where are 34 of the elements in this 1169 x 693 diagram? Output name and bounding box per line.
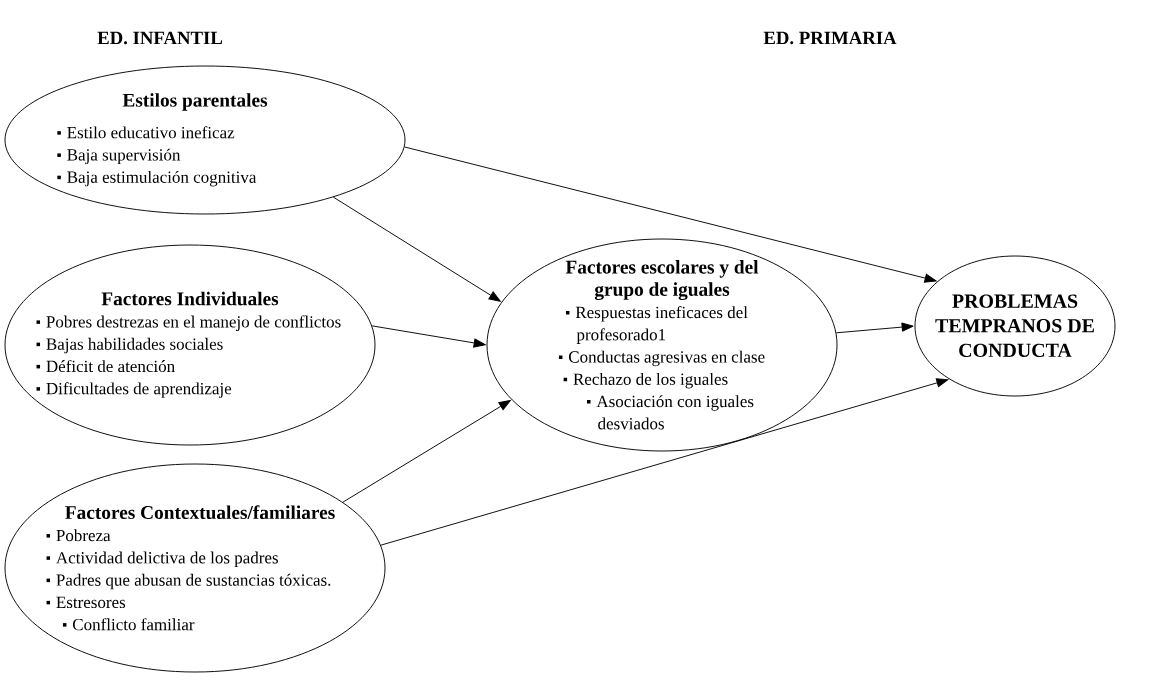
list-item: Bajas habilidades sociales [36, 337, 223, 354]
ellipse-node [914, 255, 1116, 397]
ellipse-node [4, 65, 406, 215]
arrow [835, 322, 914, 334]
heading: Estilos parentales [122, 93, 268, 111]
list-item: Estresores [46, 596, 126, 609]
list-item: Padres que abusan de sustancias tóxicas. [46, 573, 331, 590]
list-item: Conductas agresivas en clase [558, 350, 765, 367]
heading: PROBLEMAS TEMPRANOS DE CONDUCTA [935, 294, 1094, 358]
arrow [404, 146, 937, 283]
heading: Factores escolares y del grupo de iguales [565, 260, 759, 300]
list-item: Actividad delictiva de los padres [46, 551, 278, 567]
list-item: Rechazo de los iguales [563, 373, 728, 389]
arrow [371, 325, 486, 348]
list-item: Pobres destrezas en el manejo de conflictos [36, 315, 341, 331]
ellipse-node [486, 238, 838, 452]
list-item: Respuestas ineficaces del profesorado1 [565, 306, 748, 344]
arrow [380, 378, 949, 546]
list-item: Baja estimulación cognitiva [57, 170, 257, 187]
list-item: Pobreza [46, 529, 111, 542]
arrow [332, 196, 501, 302]
list-item: Baja supervisión [57, 148, 181, 165]
list-item: Estilo educativo ineficaz [57, 126, 235, 139]
heading: Factores Individuales [101, 291, 279, 306]
ellipse-node [4, 244, 376, 446]
list-item: Asociación con iguales desviados [587, 395, 754, 430]
column-heading: ED. INFANTIL [97, 31, 223, 45]
list-item: Conflicto familiar [62, 618, 195, 631]
list-item: Dificultades de aprendizaje [36, 382, 232, 398]
ellipse-node [4, 463, 386, 673]
heading: Factores Contextuales/familiares [65, 505, 335, 520]
arrow [342, 400, 511, 503]
column-heading: ED. PRIMARIA [763, 31, 897, 45]
list-item: Déficit de atención [36, 359, 175, 373]
